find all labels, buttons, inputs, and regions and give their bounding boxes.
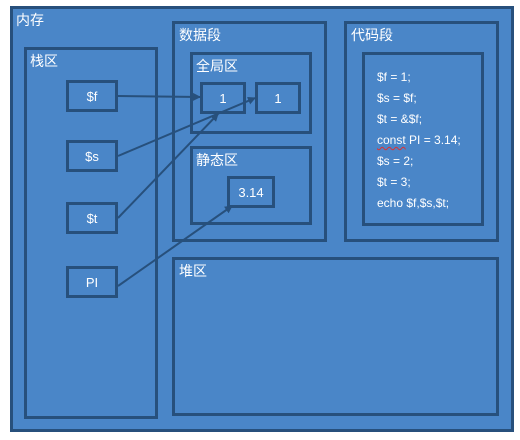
code-line: $t = 3; bbox=[377, 175, 411, 189]
code-line: $s = 2; bbox=[377, 154, 414, 168]
code-line: $t = &$f; bbox=[377, 112, 423, 126]
heap-region bbox=[172, 257, 499, 416]
memory-title: 内存 bbox=[16, 12, 44, 28]
code-line: $f = 1; bbox=[377, 70, 411, 84]
static-area-title: 静态区 bbox=[196, 152, 238, 168]
static-value-pi: 3.14 bbox=[227, 176, 275, 208]
code-line: echo $f,$s,$t; bbox=[377, 196, 450, 210]
code-segment-title: 代码段 bbox=[351, 27, 393, 43]
code-line: $s = $f; bbox=[377, 91, 417, 105]
code-listing: $f = 1; $s = $f; $t = &$f; const PI = 3.… bbox=[362, 52, 484, 226]
code-line-const: const PI = 3.14; bbox=[377, 133, 461, 147]
global-area-title: 全局区 bbox=[196, 58, 238, 74]
heap-title: 堆区 bbox=[179, 263, 207, 279]
stack-cell-f: $f bbox=[66, 80, 118, 112]
global-value-f: 1 bbox=[200, 82, 246, 114]
global-value-s: 1 bbox=[255, 82, 301, 114]
data-segment-title: 数据段 bbox=[179, 27, 221, 43]
stack-title: 栈区 bbox=[30, 53, 58, 69]
stack-cell-s: $s bbox=[66, 140, 118, 172]
spellcheck-squiggle: const bbox=[377, 133, 406, 147]
stack-cell-t: $t bbox=[66, 202, 118, 234]
stack-cell-pi: PI bbox=[66, 266, 118, 298]
